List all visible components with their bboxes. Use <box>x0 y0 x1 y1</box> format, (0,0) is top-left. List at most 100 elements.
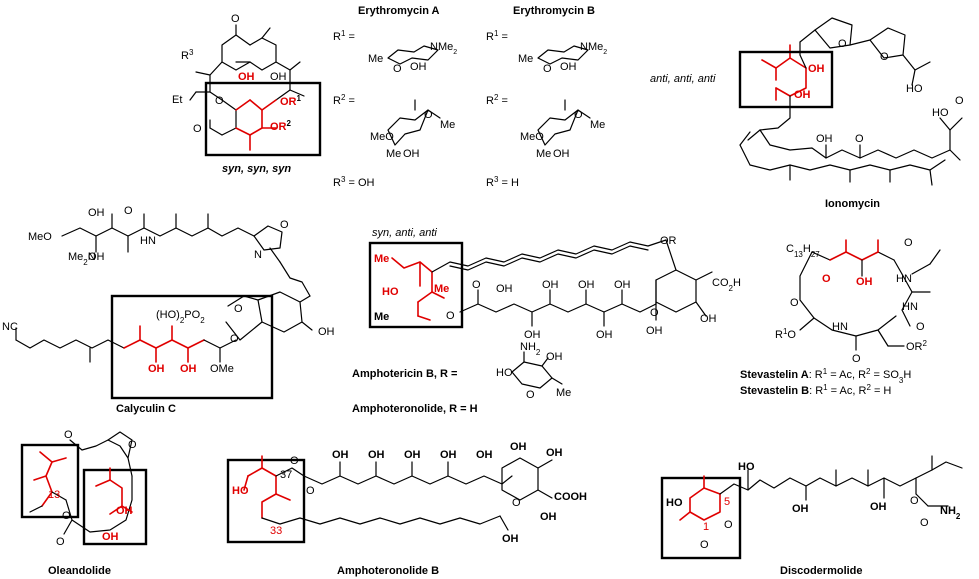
ionomycin-stereo-label: anti, anti, anti <box>650 73 716 85</box>
ery-o-top: O <box>231 13 240 25</box>
svg-text:Me: Me <box>590 119 605 131</box>
svg-text:Me: Me <box>518 53 533 65</box>
svg-text:MeO: MeO <box>28 231 52 243</box>
svg-text:O: O <box>64 429 73 441</box>
svg-text:O: O <box>56 536 65 548</box>
stevastelin-c13h27: C13H27 <box>786 243 820 259</box>
svg-text:33: 33 <box>270 525 282 537</box>
erythromycin-structure: O R3 OH OH Et OR1 OR2 O O syn, syn, syn <box>172 13 322 175</box>
svg-text:OH: OH <box>510 441 527 453</box>
ionomycin-oh-b: OH <box>794 89 811 101</box>
calyculin-title: Calyculin C <box>116 403 176 415</box>
stevastelin-or2: OR2 <box>906 339 928 354</box>
svg-text:OH: OH <box>403 148 420 160</box>
calyculin-cn: NC <box>2 321 18 333</box>
svg-text:Me: Me <box>374 253 389 265</box>
svg-text:O: O <box>838 38 847 50</box>
svg-text:O: O <box>855 133 864 145</box>
svg-text:NH2: NH2 <box>520 341 541 357</box>
svg-text:37: 37 <box>280 469 292 481</box>
amphotericin-structure: syn, anti, anti OR Me HO Me Me O O CO2H <box>352 227 741 415</box>
calyculin-nme2: Me2N <box>68 251 96 267</box>
erythromycin-b-title: Erythromycin B <box>513 5 595 17</box>
svg-text:O: O <box>700 539 709 551</box>
svg-text:O: O <box>306 485 315 497</box>
svg-text:HO: HO <box>496 367 513 379</box>
svg-text:O: O <box>650 307 659 319</box>
svg-text:Me: Me <box>536 148 551 160</box>
svg-text:13: 13 <box>48 489 60 501</box>
svg-text:OH: OH <box>88 251 105 263</box>
svg-text:OH: OH <box>700 313 717 325</box>
ery-et: Et <box>172 94 182 106</box>
svg-text:HN: HN <box>896 273 912 285</box>
ery-b-r3: R3 = H <box>486 175 519 190</box>
svg-text:OR: OR <box>660 235 677 247</box>
erythromycin-definitions: Erythromycin A Erythromycin B R1 = R1 = … <box>333 5 607 189</box>
amphotericin-co2h: CO2H <box>712 277 741 293</box>
svg-text:O: O <box>128 439 137 451</box>
svg-text:NMe2: NMe2 <box>430 41 457 56</box>
svg-text:OH: OH <box>318 326 335 338</box>
svg-text:O: O <box>543 63 552 75</box>
svg-text:HO: HO <box>382 286 399 298</box>
svg-text:O: O <box>424 109 433 121</box>
svg-text:Me: Me <box>434 283 449 295</box>
svg-text:O: O <box>790 297 799 309</box>
svg-text:O: O <box>512 497 521 509</box>
svg-text:OH: OH <box>870 501 887 513</box>
calyculin-structure: MeO OH OH Me2N O HN O N NC (HO)2PO2 OH O… <box>2 205 335 415</box>
amphoteronolide-b-structure: O 37 HO 33 O OH OH OH OH OH OH OH O COOH… <box>226 441 587 577</box>
svg-text:Me: Me <box>556 387 571 399</box>
svg-text:1: 1 <box>703 521 709 533</box>
svg-text:OH: OH <box>646 325 663 337</box>
amphotericin-b-label: Amphotericin B, R = <box>352 368 457 380</box>
calyculin-phosphate: (HO)2PO2 <box>156 309 205 325</box>
ionomycin-ho: HO <box>906 83 923 95</box>
svg-text:O: O <box>910 495 919 507</box>
svg-text:OH: OH <box>816 133 833 145</box>
svg-text:O: O <box>62 510 71 522</box>
svg-text:OH: OH <box>410 61 427 73</box>
svg-text:OH: OH <box>540 511 557 523</box>
svg-text:HN: HN <box>902 301 918 313</box>
svg-text:OH: OH <box>542 279 559 291</box>
erythromycin-a-title: Erythromycin A <box>358 5 440 17</box>
svg-text:OMe: OMe <box>210 363 234 375</box>
svg-text:O: O <box>393 63 402 75</box>
ionomycin-structure: O O HO OH OH anti, anti, anti OH O HO O … <box>650 17 964 210</box>
svg-text:O: O <box>230 333 239 345</box>
svg-text:HO: HO <box>738 461 755 473</box>
ery-oh: OH <box>270 71 287 83</box>
svg-text:OH: OH <box>116 505 133 517</box>
svg-text:OH: OH <box>560 61 577 73</box>
svg-text:OH: OH <box>440 449 457 461</box>
svg-text:OH: OH <box>102 531 119 543</box>
svg-text:Me: Me <box>440 119 455 131</box>
discodermolide-structure: HO HO 5 O 1 O OH OH O O NH2 Discodermoli… <box>660 455 963 577</box>
ery-stereo-label: syn, syn, syn <box>222 163 291 175</box>
svg-text:OH: OH <box>332 449 349 461</box>
cladinose-a: MeO Me OH O Me <box>370 99 455 160</box>
svg-text:OH: OH <box>524 329 541 341</box>
svg-text:O: O <box>880 51 889 63</box>
svg-text:OH: OH <box>502 533 519 545</box>
ery-or1: OR1 <box>280 94 302 109</box>
svg-text:OH: OH <box>578 279 595 291</box>
svg-text:O: O <box>574 109 583 121</box>
ionomycin-title: Ionomycin <box>825 198 880 210</box>
svg-text:OH: OH <box>476 449 493 461</box>
calyculin-nh: HN <box>140 235 156 247</box>
svg-text:OH: OH <box>148 363 165 375</box>
svg-text:HO: HO <box>232 485 249 497</box>
desosamine-a: Me NMe2 OH O <box>368 41 457 75</box>
svg-text:O: O <box>280 219 289 231</box>
svg-text:O: O <box>446 310 455 322</box>
svg-text:O: O <box>955 95 964 107</box>
ery-r3: R3 <box>181 48 194 63</box>
svg-text:MeO: MeO <box>370 131 394 143</box>
svg-text:OH: OH <box>792 503 809 515</box>
svg-text:OH: OH <box>496 283 513 295</box>
svg-text:OH: OH <box>553 148 570 160</box>
